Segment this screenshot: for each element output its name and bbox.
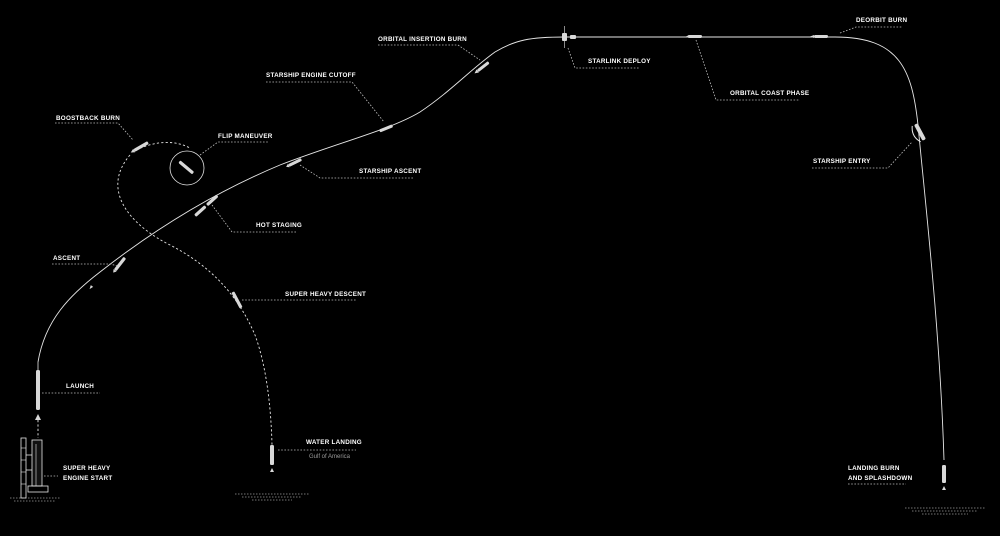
splashdown-water-icon bbox=[905, 507, 985, 515]
ascent-exhaust-icon bbox=[89, 285, 94, 290]
leader-starship-ascent bbox=[299, 164, 414, 179]
label-flip-maneuver: FLIP MANEUVER bbox=[218, 133, 273, 140]
label-super-heavy-descent: SUPER HEAVY DESCENT bbox=[285, 291, 366, 298]
orbital-coast-icon bbox=[686, 35, 702, 38]
leader-boostback bbox=[55, 122, 134, 141]
starship-entry-icon bbox=[911, 123, 926, 143]
ascent-rocket-icon bbox=[113, 257, 126, 273]
descent-booster-icon bbox=[231, 291, 243, 309]
label-starship-ascent: STARSHIP ASCENT bbox=[359, 168, 421, 175]
flip-maneuver-circle bbox=[169, 150, 205, 186]
label-launch: LAUNCH bbox=[66, 383, 94, 390]
label-engine-start-2: ENGINE START bbox=[63, 475, 112, 482]
label-landing-burn-1: LANDING BURN bbox=[848, 465, 900, 472]
leader-entry bbox=[812, 141, 913, 169]
label-landing-burn-2: AND SPLASHDOWN bbox=[848, 475, 913, 482]
label-boostback-burn: BOOSTBACK BURN bbox=[56, 115, 120, 122]
flip-booster-icon bbox=[178, 160, 194, 174]
label-gulf-of-america: Gulf of America bbox=[309, 454, 351, 460]
starship-trajectory bbox=[37, 36, 945, 461]
label-deorbit-burn: DEORBIT BURN bbox=[856, 17, 907, 24]
leader-starlink bbox=[567, 47, 640, 69]
label-engine-cutoff: STARSHIP ENGINE CUTOFF bbox=[266, 72, 356, 79]
label-starlink-deploy: STARLINK DEPLOY bbox=[588, 58, 651, 65]
label-orbital-insertion: ORBITAL INSERTION BURN bbox=[378, 36, 467, 43]
label-hot-staging: HOT STAGING bbox=[256, 222, 302, 229]
splashdown-ship-icon bbox=[942, 465, 946, 490]
leader-coast bbox=[695, 39, 800, 101]
orbital-insertion-icon bbox=[474, 61, 490, 74]
leader-flip bbox=[199, 141, 268, 156]
leader-deorbit bbox=[839, 26, 902, 34]
water-landing-booster-icon bbox=[270, 445, 274, 472]
leader-engine-cutoff bbox=[266, 81, 385, 123]
label-engine-start-1: SUPER HEAVY bbox=[63, 465, 111, 472]
super-heavy-descent-trajectory bbox=[117, 154, 273, 446]
engine-cutoff-icon bbox=[379, 124, 393, 133]
label-orbital-coast: ORBITAL COAST PHASE bbox=[730, 90, 809, 97]
deorbit-burn-icon bbox=[810, 35, 828, 38]
leader-ascent bbox=[52, 263, 119, 267]
label-ascent: ASCENT bbox=[53, 255, 80, 262]
hot-staging-icon bbox=[194, 194, 218, 217]
launch-rocket-icon bbox=[35, 362, 41, 438]
boostback-booster-icon bbox=[130, 141, 149, 153]
label-water-landing: WATER LANDING bbox=[306, 439, 362, 446]
water-landing-water-icon bbox=[235, 493, 310, 501]
starlink-deploy-icon bbox=[562, 26, 576, 48]
launch-tower-icon bbox=[10, 437, 60, 502]
label-starship-entry: STARSHIP ENTRY bbox=[813, 158, 871, 165]
starship-ascent-icon bbox=[286, 158, 302, 168]
leader-orbital-insertion bbox=[378, 44, 481, 61]
